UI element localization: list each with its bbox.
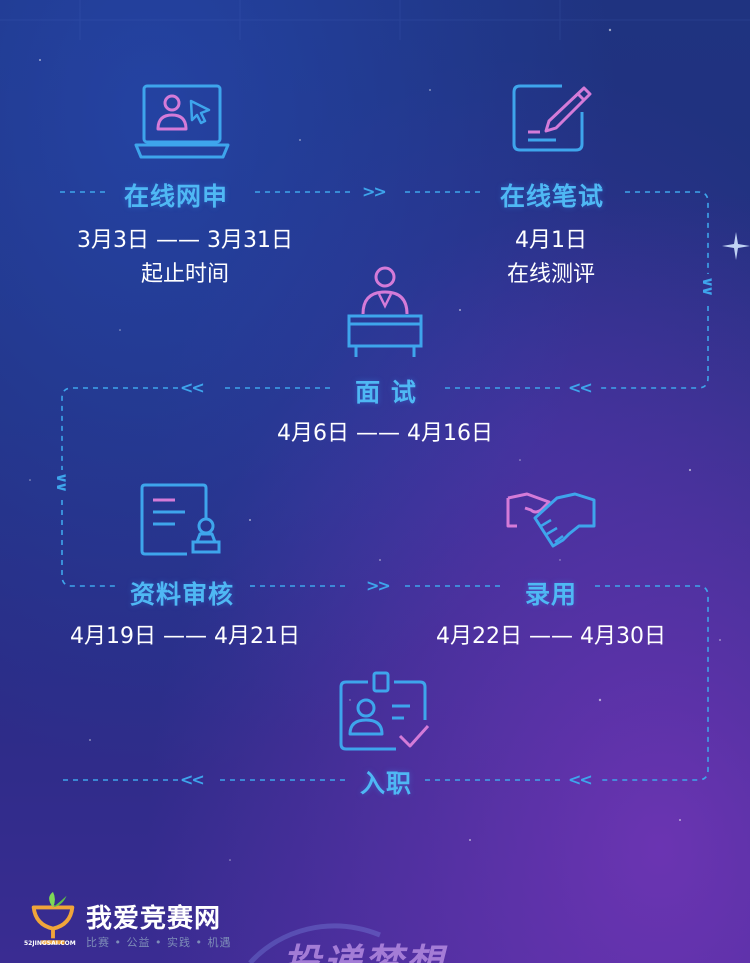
chevron-left-arrow: << [568,770,593,789]
step-date-online-test: 4月1日 [515,228,587,253]
chevron-down-glyph: ∨∨ [699,276,717,295]
chevron-down-glyph: ∨∨ [53,472,71,491]
step-date-interview: 4月6日 —— 4月16日 [277,421,493,446]
id-badge-check-icon [338,670,432,754]
step-title-document-review: 资料审核 [129,580,235,609]
handshake-icon [505,490,597,552]
chevron-down-arrow: ∨∨ [699,276,717,295]
bottom-slogan-partial: 投递梦想 [282,941,447,963]
logo-tagline: 比赛 • 公益 • 实践 • 机遇 [86,936,232,949]
site-logo[interactable]: 我爱竞赛网 比赛 • 公益 • 实践 • 机遇 52JINGSAI.COM [24,890,264,950]
step-date-document-review: 4月19日 —— 4月21日 [70,624,300,649]
chevron-left-arrow: << [180,770,205,789]
pen-paper-icon [510,82,592,156]
step-date-online-application: 3月3日 —— 3月31日 [77,228,293,253]
step-title-hired: 录用 [524,580,578,609]
step-date-hired: 4月22日 —— 4月30日 [436,624,666,649]
step-note-online-application: 起止时间 [140,262,230,287]
logo-name: 我爱竞赛网 [86,904,222,934]
laptop-user-cursor-icon [134,83,230,161]
step-title-interview: 面 试 [355,378,417,407]
step-title-online-test: 在线笔试 [499,182,605,211]
chevron-left-arrow: << [180,378,205,397]
step-note-online-test: 在线测评 [506,262,596,287]
step-title-online-application: 在线网申 [123,182,229,211]
step-title-onboarding: 入职 [359,769,413,798]
document-stamp-icon [139,482,225,558]
logo-site-url: 52JINGSAI.COM [24,940,76,947]
interviewer-desk-icon [346,264,424,360]
chevron-left-arrow: << [568,378,593,397]
chevron-down-arrow: ∨∨ [53,472,71,491]
trophy-logo-icon [31,891,75,945]
chevron-right-arrow: >> [362,182,387,201]
chevron-right-arrow: >> [366,576,391,595]
